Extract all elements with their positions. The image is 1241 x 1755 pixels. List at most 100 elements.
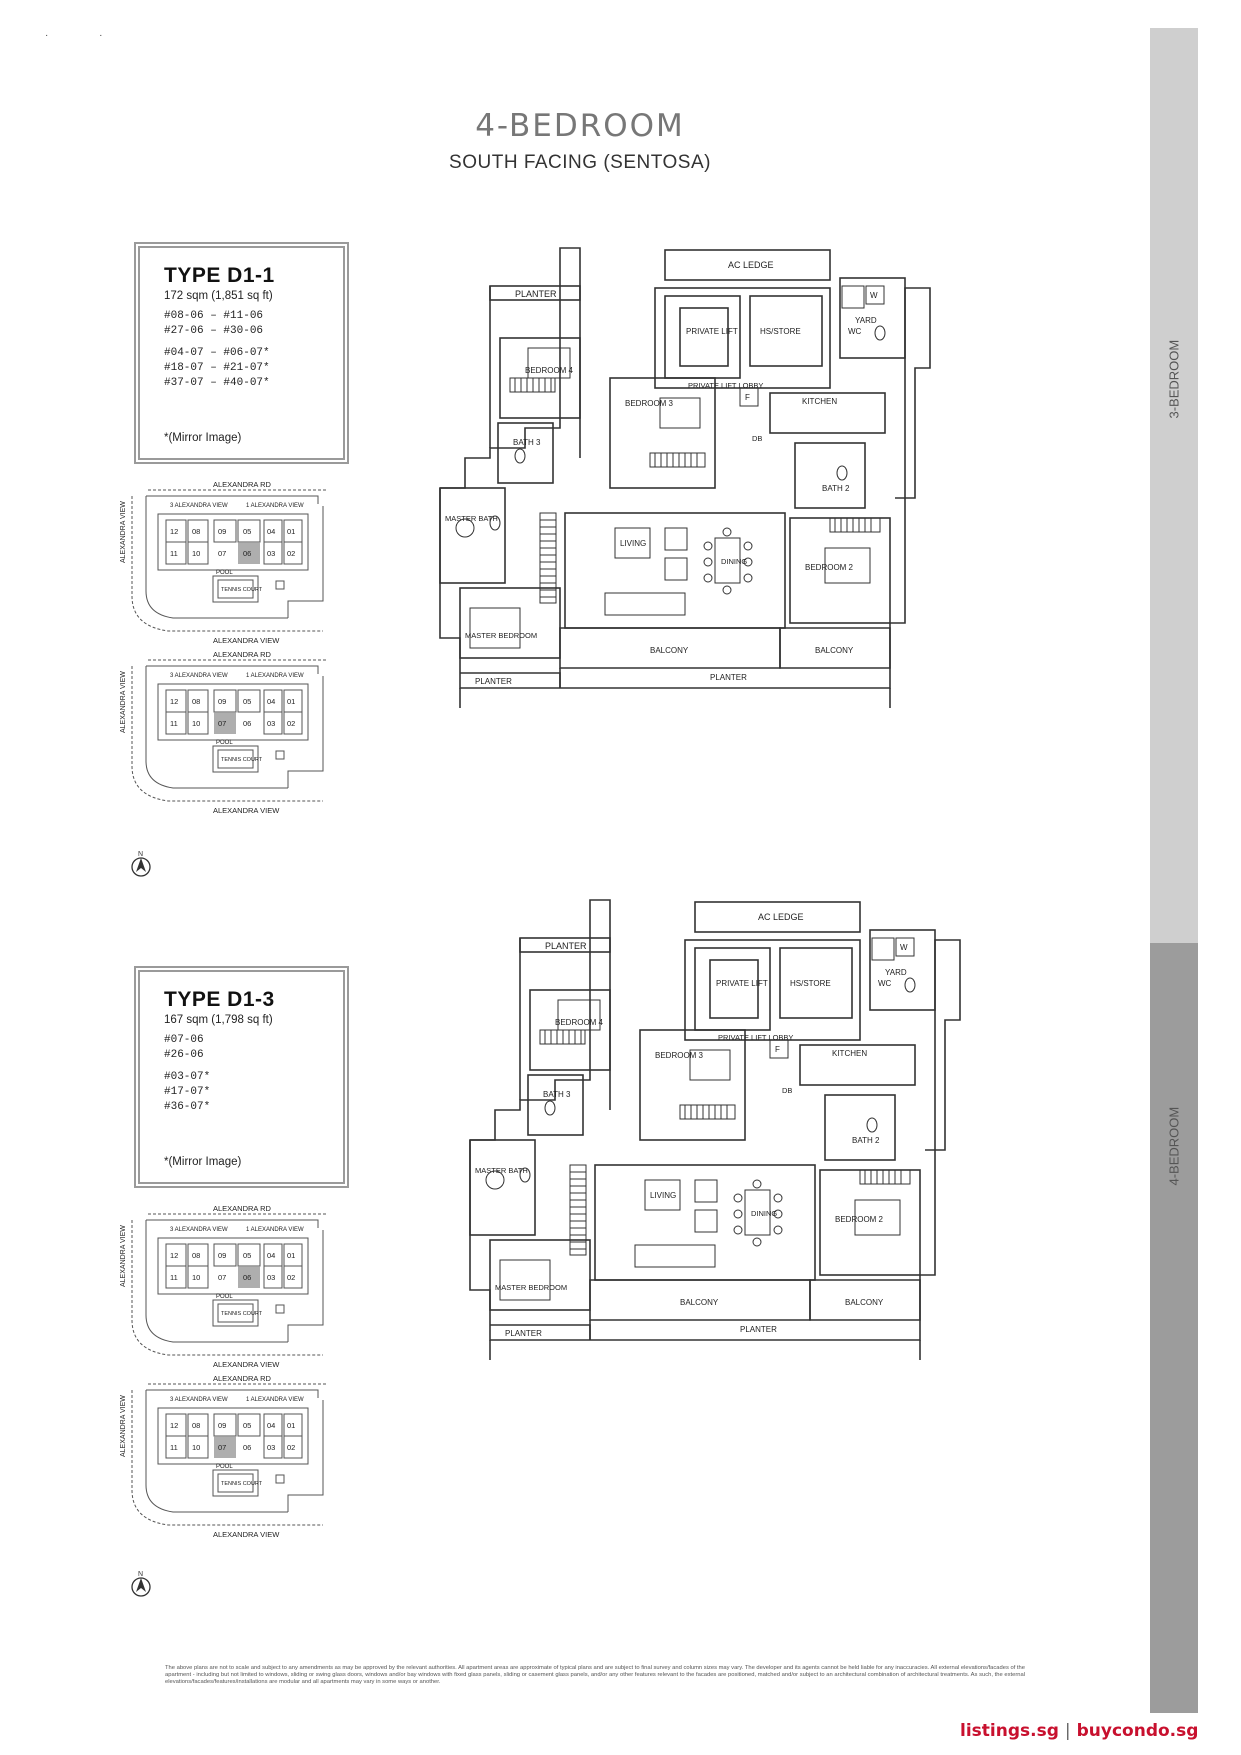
planter-label: PLANTER xyxy=(710,673,747,682)
planter-label: PLANTER xyxy=(515,289,557,299)
wc-label: WC xyxy=(878,979,892,988)
stack-num: 04 xyxy=(267,1251,275,1260)
footer-separator: | xyxy=(1064,1721,1071,1741)
stack-num: 12 xyxy=(170,697,178,706)
kitchen-label: KITCHEN xyxy=(802,397,837,406)
master-bath-label: MASTER BATH xyxy=(475,1166,528,1175)
road-bottom-label: ALEXANDRA VIEW xyxy=(213,636,280,645)
floor-plan-d1-1: AC LEDGE PLANTER PRIVATE LIFT HS/STORE Y… xyxy=(410,228,940,803)
unit-info-box-d1-1: TYPE D1-1 172 sqm (1,851 sq ft) #08-06 –… xyxy=(134,242,349,464)
site-plan-d1-1-a: ALEXANDRA RD ALEXANDRA VIEW ALEXANDRA VI… xyxy=(118,476,338,656)
stack-num: 01 xyxy=(287,697,295,706)
private-lift-label: PRIVATE LIFT xyxy=(686,327,738,336)
unit-info-box-d1-3: TYPE D1-3 167 sqm (1,798 sq ft) #07-06 #… xyxy=(134,966,349,1188)
unit-stack-line: #03-07* xyxy=(164,1071,211,1083)
planter-label: PLANTER xyxy=(505,1329,542,1338)
stack-num: 05 xyxy=(243,697,251,706)
stack-num: 08 xyxy=(192,1251,200,1260)
block-left-label: 3 ALEXANDRA VIEW xyxy=(170,1227,228,1233)
site-plan-d1-1-b: ALEXANDRA RD ALEXANDRA VIEW ALEXANDRA VI… xyxy=(118,646,338,826)
road-bottom-label: ALEXANDRA VIEW xyxy=(213,806,280,815)
unit-area: 167 sqm (1,798 sq ft) xyxy=(164,1014,273,1026)
tennis-label: TENNIS COURT xyxy=(221,757,263,763)
stack-num: 02 xyxy=(287,549,295,558)
dining-label: DINING xyxy=(751,1209,777,1218)
bedroom4-label: BEDROOM 4 xyxy=(555,1018,604,1027)
stack-num: 07 xyxy=(218,1273,226,1282)
living-label: LIVING xyxy=(650,1191,676,1200)
private-lift-lobby-label: PRIVATE LIFT LOBBY xyxy=(688,381,763,390)
block-left-label: 3 ALEXANDRA VIEW xyxy=(170,673,228,679)
brand-link-buycondo[interactable]: buycondo.sg xyxy=(1076,1721,1199,1741)
stack-num: 09 xyxy=(218,527,226,536)
floor-plan-svg: AC LEDGE PLANTER PRIVATE LIFT HS/STORE Y… xyxy=(439,247,931,708)
floor-plan-svg: AC LEDGE PLANTER PRIVATE LIFT HS/STORE Y… xyxy=(469,899,961,1360)
balcony-label: BALCONY xyxy=(680,1298,719,1307)
road-bottom-label: ALEXANDRA VIEW xyxy=(213,1530,280,1539)
ac-ledge-label: AC LEDGE xyxy=(758,912,804,922)
yard-label: YARD xyxy=(885,968,907,977)
stack-num: 10 xyxy=(192,549,200,558)
bath2-label: BATH 2 xyxy=(852,1136,880,1145)
stack-num: 07 xyxy=(218,549,226,558)
road-left-label: ALEXANDRA VIEW xyxy=(120,1395,127,1457)
site-plan-svg: ALEXANDRA RD ALEXANDRA VIEW ALEXANDRA VI… xyxy=(120,650,328,815)
master-bedroom-label: MASTER BEDROOM xyxy=(495,1283,567,1292)
stack-num: 06 xyxy=(243,719,251,728)
tab-3-bedroom-segment[interactable] xyxy=(1150,28,1198,943)
unit-stack-line: #08-06 – #11-06 xyxy=(164,310,264,322)
site-plan-svg: ALEXANDRA RD ALEXANDRA VIEW ALEXANDRA VI… xyxy=(120,1374,328,1539)
pool-label: POOL xyxy=(216,1464,233,1470)
balcony-label: BALCONY xyxy=(815,646,854,655)
stack-num: 07 xyxy=(218,1443,226,1452)
road-top-label: ALEXANDRA RD xyxy=(213,650,272,659)
tab-4-bedroom-segment[interactable] xyxy=(1150,943,1198,1713)
bath3-label: BATH 3 xyxy=(543,1090,571,1099)
planter-label: PLANTER xyxy=(740,1325,777,1334)
stack-num: 05 xyxy=(243,1421,251,1430)
stack-num: 10 xyxy=(192,719,200,728)
stack-num: 06 xyxy=(243,549,251,558)
north-arrow-icon: N xyxy=(131,851,151,877)
road-left-label: ALEXANDRA VIEW xyxy=(120,501,127,563)
stack-num: 03 xyxy=(267,1273,275,1282)
block-right-label: 1 ALEXANDRA VIEW xyxy=(246,1397,304,1403)
scan-marks: · · xyxy=(45,30,127,41)
stack-num: 07 xyxy=(218,719,226,728)
stack-num: 11 xyxy=(170,719,178,728)
f-label: F xyxy=(745,393,750,402)
yard-label: YARD xyxy=(855,316,877,325)
page-title: 4-BEDROOM xyxy=(475,108,685,144)
unit-stack-line: #04-07 – #06-07* xyxy=(164,347,270,359)
db-label: DB xyxy=(752,434,762,443)
unit-stack-line: #26-06 xyxy=(164,1049,204,1061)
footer-brand: listings.sg|buycondo.sg xyxy=(960,1721,1198,1741)
unit-stack-line: #37-07 – #40-07* xyxy=(164,377,270,389)
block-right-label: 1 ALEXANDRA VIEW xyxy=(246,1227,304,1233)
tennis-label: TENNIS COURT xyxy=(221,1481,263,1487)
stack-num: 12 xyxy=(170,1251,178,1260)
balcony-label: BALCONY xyxy=(650,646,689,655)
stack-num: 11 xyxy=(170,1273,178,1282)
planter-label: PLANTER xyxy=(475,677,512,686)
block-right-label: 1 ALEXANDRA VIEW xyxy=(246,503,304,509)
stack-num: 08 xyxy=(192,1421,200,1430)
road-left-label: ALEXANDRA VIEW xyxy=(120,1225,127,1287)
stack-num: 06 xyxy=(243,1273,251,1282)
tennis-label: TENNIS COURT xyxy=(221,1311,263,1317)
wc-label: WC xyxy=(848,327,862,336)
road-top-label: ALEXANDRA RD xyxy=(213,1204,272,1213)
stack-num: 03 xyxy=(267,719,275,728)
road-top-label: ALEXANDRA RD xyxy=(213,1374,272,1383)
stack-num: 08 xyxy=(192,527,200,536)
highlight-stack xyxy=(214,1436,236,1458)
disclaimer-text: The above plans are not to scale and sub… xyxy=(165,1665,1025,1686)
site-plan-svg: ALEXANDRA RD ALEXANDRA VIEW ALEXANDRA VI… xyxy=(120,480,328,645)
svg-text:N: N xyxy=(138,1571,143,1578)
pool-label: POOL xyxy=(216,740,233,746)
brand-link-listings[interactable]: listings.sg xyxy=(960,1721,1059,1741)
unit-stack-line: #27-06 – #30-06 xyxy=(164,325,264,337)
stack-num: 09 xyxy=(218,1421,226,1430)
stack-num: 12 xyxy=(170,527,178,536)
balcony-label: BALCONY xyxy=(845,1298,884,1307)
